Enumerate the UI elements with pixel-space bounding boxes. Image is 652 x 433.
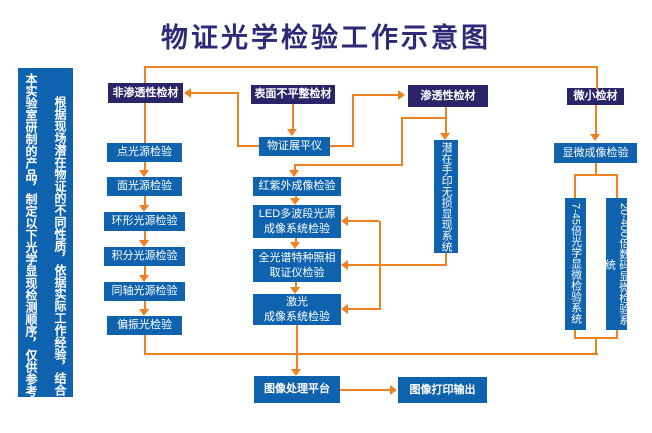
note-column-left: 本实验室研制的产品，制定以下光学显现检测顺序，仅供参考 bbox=[24, 73, 38, 397]
node-led-multiband-check: LED多波段光源 成像系统检验 bbox=[253, 205, 341, 238]
node-evidence-flattener: 物证展平仪 bbox=[259, 137, 330, 156]
node-uneven-surface-header: 表面不平整检材 bbox=[251, 85, 335, 104]
node-image-print-output: 图像打印输出 bbox=[398, 377, 487, 403]
arrowhead-down-icon bbox=[139, 309, 149, 316]
connector bbox=[295, 196, 297, 199]
node-optical-microscope-system: 7-45倍光学显微检验系统 bbox=[565, 198, 586, 330]
arrowhead-left-icon bbox=[341, 304, 348, 314]
node-micro-imaging-check: 显微成像检验 bbox=[554, 143, 637, 163]
note-sidebar: 根据现场潜在物证的不同性质，依据实际工作经验，结合 本实验室研制的产品，制定以下… bbox=[18, 68, 73, 397]
connector bbox=[616, 174, 618, 198]
connector bbox=[144, 301, 146, 309]
connector bbox=[330, 145, 354, 147]
arrowhead-down-icon bbox=[590, 134, 600, 141]
connector bbox=[144, 231, 146, 240]
arrowhead-right-icon bbox=[398, 90, 405, 100]
arrowhead-down-icon bbox=[139, 170, 149, 177]
arrowhead-left-icon bbox=[341, 216, 348, 226]
connector bbox=[144, 66, 146, 83]
node-laser-imaging-check: 激光 成像系统检验 bbox=[253, 294, 341, 325]
arrowhead-down-icon bbox=[139, 205, 149, 212]
node-latent-print-nondestructive-system: 潜在手印无损显现系统 bbox=[434, 140, 458, 253]
connector bbox=[596, 66, 598, 90]
connector bbox=[340, 389, 390, 391]
node-ir-uv-imaging-check: 红紫外成像检验 bbox=[253, 177, 341, 196]
connector bbox=[445, 253, 447, 266]
connector bbox=[348, 308, 379, 310]
connector bbox=[574, 330, 576, 339]
connector bbox=[292, 104, 294, 130]
node-image-processing-platform: 图像处理平台 bbox=[254, 376, 340, 403]
connector bbox=[445, 107, 447, 134]
node-digital-microscope-system: 20-400倍数码显微检验系统 bbox=[604, 198, 630, 330]
node-permeable-header: 渗透性检材 bbox=[408, 85, 488, 107]
connector bbox=[144, 103, 146, 143]
connector bbox=[191, 92, 237, 94]
connector bbox=[616, 330, 618, 339]
connector bbox=[237, 145, 259, 147]
arrowhead-down-icon bbox=[440, 133, 450, 140]
connector bbox=[294, 164, 402, 166]
connector bbox=[574, 174, 618, 176]
arrowhead-right-icon bbox=[390, 385, 397, 395]
arrowhead-down-icon bbox=[290, 242, 300, 249]
connector bbox=[348, 264, 447, 266]
node-coaxial-light-check: 同轴光源检验 bbox=[104, 282, 185, 301]
connector bbox=[144, 335, 146, 355]
note-column-right: 根据现场潜在物证的不同性质，依据实际工作经验，结合 bbox=[53, 96, 67, 396]
arrowhead-down-icon bbox=[291, 369, 301, 376]
node-integral-light-check: 积分光源检验 bbox=[104, 247, 185, 266]
node-non-permeable-header: 非渗透性检材 bbox=[108, 83, 183, 103]
connector bbox=[574, 174, 576, 198]
arrowhead-down-icon bbox=[290, 287, 300, 294]
page-title: 物证光学检验工作示意图 bbox=[161, 23, 491, 53]
connector bbox=[595, 105, 597, 135]
connector bbox=[354, 94, 398, 96]
connector bbox=[379, 221, 381, 310]
arrowhead-left-icon bbox=[341, 260, 348, 270]
connector bbox=[144, 162, 146, 171]
connector bbox=[401, 117, 446, 119]
arrowhead-left-icon bbox=[184, 88, 191, 98]
connector bbox=[296, 325, 298, 369]
connector bbox=[144, 266, 146, 275]
node-surface-light-check: 面光源检验 bbox=[107, 177, 182, 196]
connector bbox=[295, 238, 297, 243]
connector bbox=[144, 66, 598, 68]
connector bbox=[595, 163, 597, 176]
arrowhead-down-icon bbox=[139, 275, 149, 282]
connector bbox=[352, 94, 354, 147]
node-point-light-check: 点光源检验 bbox=[107, 143, 182, 162]
arrowhead-down-icon bbox=[289, 170, 299, 177]
node-ring-light-check: 环形光源检验 bbox=[104, 212, 185, 231]
node-full-spectrum-camera-check: 全光谱特种照相 取证仪检验 bbox=[253, 249, 341, 282]
connector bbox=[401, 117, 403, 166]
node-polarized-light-check: 偏振光检验 bbox=[107, 316, 182, 335]
connector bbox=[595, 337, 597, 355]
connector bbox=[348, 220, 379, 222]
connector bbox=[144, 196, 146, 205]
connector bbox=[294, 164, 296, 171]
connector bbox=[144, 353, 598, 355]
arrowhead-down-icon bbox=[287, 129, 297, 136]
connector bbox=[237, 92, 239, 147]
arrowhead-down-icon bbox=[290, 198, 300, 205]
connector bbox=[295, 282, 297, 288]
arrowhead-down-icon bbox=[139, 240, 149, 247]
node-micro-header: 微小检材 bbox=[567, 88, 624, 105]
